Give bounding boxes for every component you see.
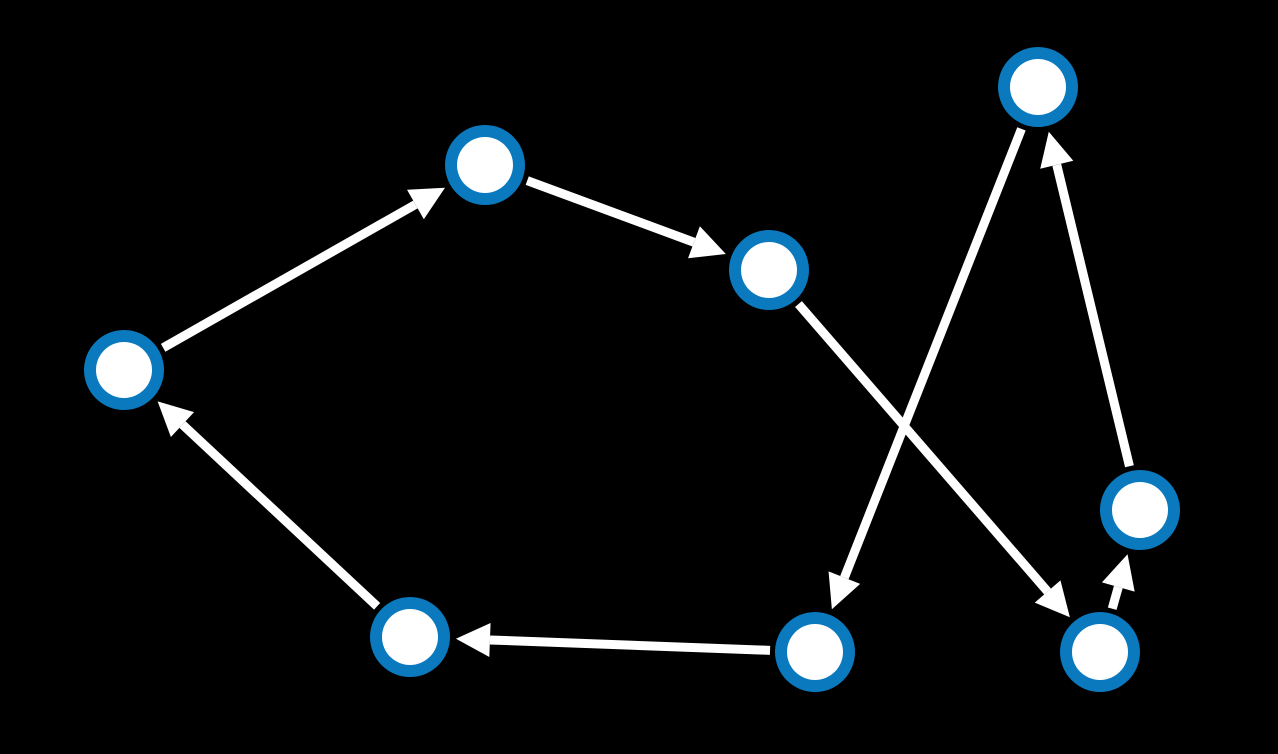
edge-n8-to-n1[interactable] xyxy=(157,401,381,610)
edge-line xyxy=(1052,163,1134,468)
graph-node-n4[interactable] xyxy=(998,47,1078,127)
edges-layer xyxy=(157,127,1135,657)
edge-line xyxy=(160,200,418,352)
arrowhead-icon xyxy=(1040,131,1074,169)
node-core[interactable] xyxy=(457,137,513,193)
arrowhead-icon xyxy=(455,622,491,657)
arrowhead-icon xyxy=(157,401,195,438)
edge-line xyxy=(840,127,1026,580)
node-core[interactable] xyxy=(1112,482,1168,538)
edge-n2-to-n3[interactable] xyxy=(525,176,726,259)
graph-node-n3[interactable] xyxy=(729,230,809,310)
edge-line xyxy=(795,301,1052,595)
node-core[interactable] xyxy=(382,609,438,665)
arrowhead-icon xyxy=(407,187,445,220)
graph-node-n6[interactable] xyxy=(1060,612,1140,692)
graph-node-n1[interactable] xyxy=(84,330,164,410)
edge-n4-to-n7[interactable] xyxy=(828,127,1026,610)
edge-line xyxy=(179,421,381,610)
node-core[interactable] xyxy=(787,624,843,680)
arrowhead-icon xyxy=(828,571,861,610)
edge-n1-to-n2[interactable] xyxy=(160,187,445,352)
edge-line xyxy=(525,176,696,247)
arrowhead-icon xyxy=(688,226,726,259)
node-core[interactable] xyxy=(741,242,797,298)
graph-node-n2[interactable] xyxy=(445,125,525,205)
edge-line xyxy=(1107,585,1123,610)
nodes-layer xyxy=(84,47,1180,692)
graph-node-n5[interactable] xyxy=(1100,470,1180,550)
edge-n5-to-n4[interactable] xyxy=(1040,131,1134,468)
arrowhead-icon xyxy=(1101,554,1135,592)
graph-node-n7[interactable] xyxy=(775,612,855,692)
edge-n7-to-n8[interactable] xyxy=(455,622,771,657)
node-core[interactable] xyxy=(96,342,152,398)
graph-node-n8[interactable] xyxy=(370,597,450,677)
node-core[interactable] xyxy=(1010,59,1066,115)
edge-line xyxy=(489,635,771,655)
edge-n6-to-n5[interactable] xyxy=(1101,554,1135,610)
arrowhead-icon xyxy=(1034,580,1070,618)
node-core[interactable] xyxy=(1072,624,1128,680)
edge-n3-to-n6[interactable] xyxy=(795,301,1070,618)
